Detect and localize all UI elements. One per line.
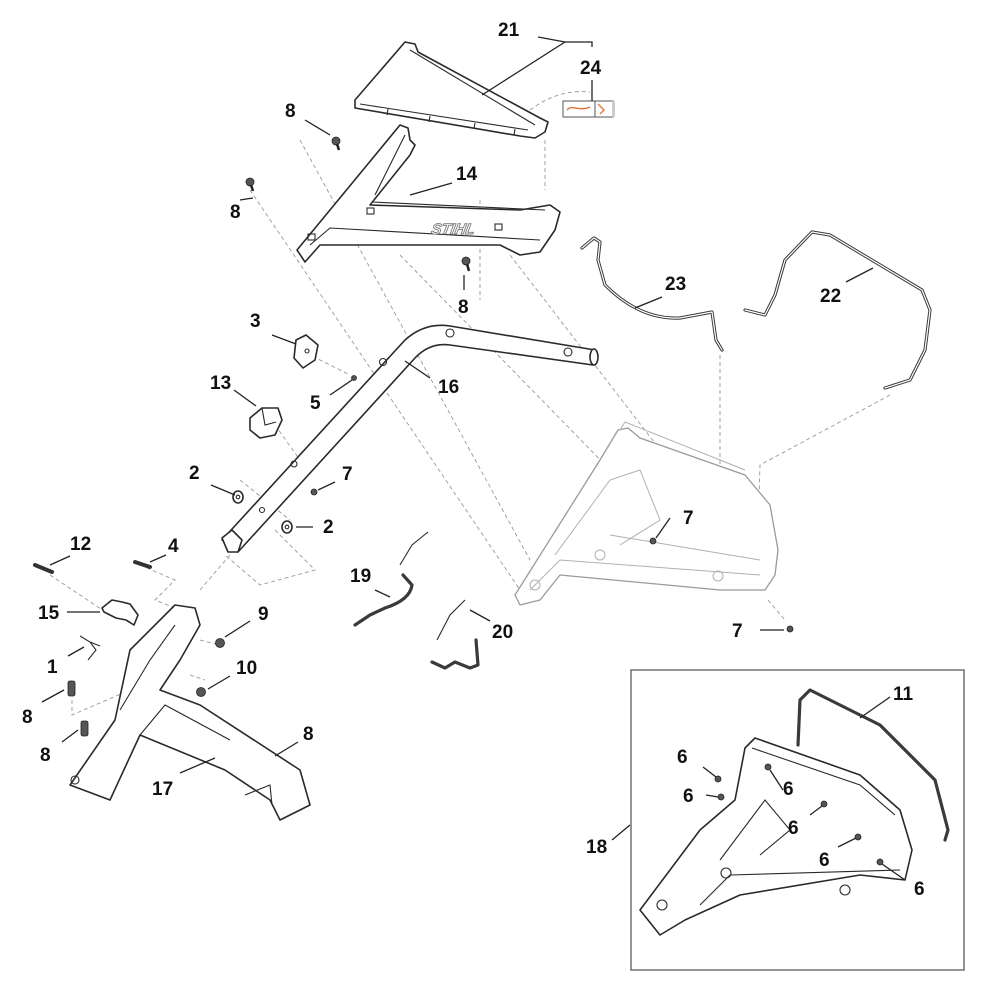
- part-10-nut[interactable]: [196, 687, 206, 697]
- callout-2[interactable]: 2: [189, 463, 200, 484]
- callout-8[interactable]: 8: [303, 724, 314, 745]
- callout-16[interactable]: 16: [438, 377, 459, 398]
- part-22-control-bail[interactable]: [743, 230, 932, 390]
- callout-5[interactable]: 5: [310, 393, 321, 414]
- callout-8[interactable]: 8: [285, 101, 296, 122]
- part-4-pin[interactable]: [133, 560, 152, 569]
- callout-10[interactable]: 10: [236, 658, 257, 679]
- screw-8-icon: [67, 680, 76, 697]
- part-17-lower-handle-frame[interactable]: [69, 604, 311, 821]
- part-5-screw[interactable]: [351, 375, 357, 381]
- part-9-nut[interactable]: [215, 638, 225, 648]
- callout-6[interactable]: 6: [783, 779, 794, 800]
- screw-8-icon: [245, 177, 255, 192]
- callout-11[interactable]: 11: [893, 684, 914, 705]
- callout-8[interactable]: 8: [230, 202, 241, 223]
- part-16-handle-tube[interactable]: [221, 324, 599, 553]
- callout-6[interactable]: 6: [683, 786, 694, 807]
- callout-21[interactable]: 21: [498, 20, 520, 41]
- callout-6[interactable]: 6: [788, 818, 799, 839]
- callout-17[interactable]: 17: [152, 779, 173, 800]
- callout-2[interactable]: 2: [323, 517, 334, 538]
- callout-24[interactable]: 24: [580, 58, 602, 79]
- handlebar-frame-context: [514, 421, 779, 606]
- part-7-screw[interactable]: [649, 537, 657, 545]
- callout-4[interactable]: 4: [168, 536, 179, 557]
- leader-lines: [41, 36, 906, 881]
- callout-7[interactable]: 7: [683, 508, 694, 529]
- callout-15[interactable]: 15: [38, 603, 60, 624]
- callout-9[interactable]: 9: [258, 604, 269, 625]
- part-24-decal[interactable]: [562, 100, 615, 118]
- callout-23[interactable]: 23: [665, 274, 686, 295]
- callout-1[interactable]: 1: [47, 657, 58, 678]
- callout-6[interactable]: 6: [677, 747, 688, 768]
- screw-8-icon: [80, 720, 89, 737]
- screw-8-icon: [331, 136, 341, 151]
- callout-6[interactable]: 6: [819, 850, 830, 871]
- part-21-top-cover[interactable]: [354, 41, 549, 139]
- part-19-cable[interactable]: [353, 531, 429, 627]
- callout-14[interactable]: 14: [456, 164, 478, 185]
- inset-panel-18: [630, 669, 965, 971]
- screw-8-icon: [461, 256, 471, 272]
- part-23-control-lever[interactable]: [580, 236, 724, 352]
- part-12-pin[interactable]: [33, 563, 54, 574]
- callout-22[interactable]: 22: [820, 286, 841, 307]
- part-15-bracket[interactable]: [101, 599, 139, 626]
- part-3-clamp-block[interactable]: [293, 334, 319, 369]
- part-20-cable[interactable]: [430, 599, 480, 670]
- callout-18[interactable]: 18: [586, 837, 607, 858]
- callout-7[interactable]: 7: [732, 621, 743, 642]
- callout-8[interactable]: 8: [22, 707, 33, 728]
- callout-20[interactable]: 20: [492, 622, 513, 643]
- callout-8[interactable]: 8: [40, 745, 51, 766]
- callout-13[interactable]: 13: [210, 373, 231, 394]
- callout-19[interactable]: 19: [350, 566, 371, 587]
- callout-12[interactable]: 12: [70, 534, 91, 555]
- callout-6[interactable]: 6: [914, 879, 925, 900]
- part-2-washer[interactable]: [232, 490, 244, 504]
- part-7-screw[interactable]: [786, 625, 794, 633]
- callouts: 21 24 8 14 8 8 23 22 3 16 5 13 2 7 2 7 1…: [22, 20, 925, 900]
- callout-8[interactable]: 8: [458, 297, 469, 318]
- callout-7[interactable]: 7: [342, 464, 353, 485]
- part-14-upper-handle-cover[interactable]: STIHL: [296, 124, 561, 263]
- brand-logo: STIHL: [430, 221, 476, 238]
- part-11-grip-bar[interactable]: [796, 688, 950, 842]
- part-1-clip[interactable]: [79, 635, 101, 661]
- part-7-screw[interactable]: [310, 488, 318, 496]
- callout-3[interactable]: 3: [250, 311, 261, 332]
- part-13-knob[interactable]: [249, 407, 283, 439]
- part-2-washer[interactable]: [281, 520, 293, 534]
